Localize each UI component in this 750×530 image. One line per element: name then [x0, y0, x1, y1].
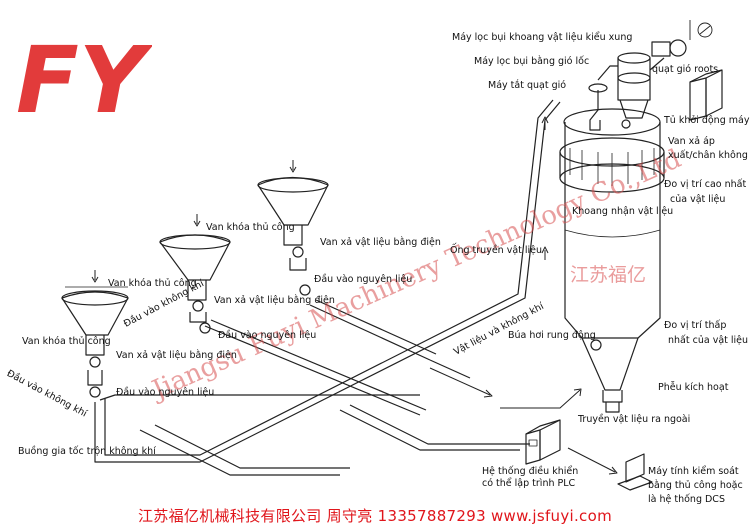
north-compass-icon	[689, 20, 713, 40]
label-plc-2: có thể lập trình PLC	[482, 478, 576, 489]
label-manual-valve-1: Van khóa thủ công	[22, 336, 111, 347]
label-low-level-2: nhất của vật liệu	[668, 335, 749, 346]
label-electric-valve-3: Van xả vật liệu bằng điện	[320, 237, 441, 248]
label-accel-chamber: Buồng gia tốc trộn không khí	[18, 446, 156, 457]
receiving-bin	[559, 108, 665, 413]
label-manual-valve-3: Van khóa thủ công	[206, 222, 295, 233]
signal-arrows	[429, 116, 618, 475]
label-high-level: Đo vị trí cao nhất	[664, 179, 747, 190]
branch-pipes	[99, 299, 471, 416]
label-low-level: Đo vị trí thấp	[664, 320, 727, 331]
label-vibrator: Búa hơi rung động	[508, 330, 596, 341]
label-inlet-2: Đầu vào nguyên liệu	[218, 330, 317, 341]
label-roots-fan: quạt gió roots	[652, 64, 719, 75]
label-hopper: Phễu kích hoạt	[658, 382, 729, 393]
plc-box	[525, 419, 561, 465]
label-manual-valve-2: Van khóa thủ công	[108, 278, 197, 289]
label-pulse-filter: Máy lọc bụi khoang vật liệu kiểu xung	[452, 32, 633, 43]
starter-cabinet	[689, 69, 723, 121]
label-inlet-3: Đầu vào nguyên liệu	[314, 274, 413, 285]
label-dcs-2: bằng thủ công hoặc	[648, 480, 743, 491]
label-plc: Hệ thống điều khiển	[482, 466, 579, 477]
label-airlock: Máy tắt quạt gió	[488, 80, 567, 91]
feed-hopper-2	[159, 234, 231, 334]
label-electric-valve-1: Van xả vật liệu bằng điện	[116, 350, 237, 361]
floor-rails	[139, 404, 530, 476]
label-electric-valve-2: Van xả vật liệu bằng điện	[214, 295, 335, 306]
label-pressure-valve-2: xuất/chân không	[668, 150, 748, 161]
label-cyclone-filter: Máy lọc bụi bằng gió lốc	[474, 56, 590, 67]
label-starter-cabinet: Tủ khởi động máy	[664, 115, 750, 126]
label-inlet-1: Đầu vào nguyên liệu	[116, 387, 215, 398]
label-receiving-bin: Khoang nhận vật liệu	[572, 206, 674, 217]
label-discharge: Truyền vật liệu ra ngoài	[578, 414, 691, 425]
feed-hopper-3	[257, 176, 329, 296]
label-dcs-3: là hệ thống DCS	[648, 494, 725, 505]
feed-arrows	[91, 160, 297, 283]
fy-logo: FY	[16, 30, 152, 125]
label-dcs: Máy tính kiểm soát	[648, 466, 739, 477]
label-high-level-2: của vật liệu	[670, 194, 726, 205]
dcs-computer	[617, 453, 653, 491]
footer-company-info: 江苏福亿机械科技有限公司 周守亮 13357887293 www.jsfuyi.…	[138, 507, 612, 525]
main-conveying-pipe	[94, 99, 561, 463]
watermark-cn: 江苏福亿	[570, 264, 647, 286]
label-conveying-pipe: Ống truyền vật liệu	[450, 245, 543, 256]
label-pressure-valve: Van xả áp	[668, 136, 715, 147]
filter-assembly	[588, 39, 687, 131]
logo-text: FY	[16, 30, 152, 125]
feed-hopper-1	[61, 286, 129, 398]
